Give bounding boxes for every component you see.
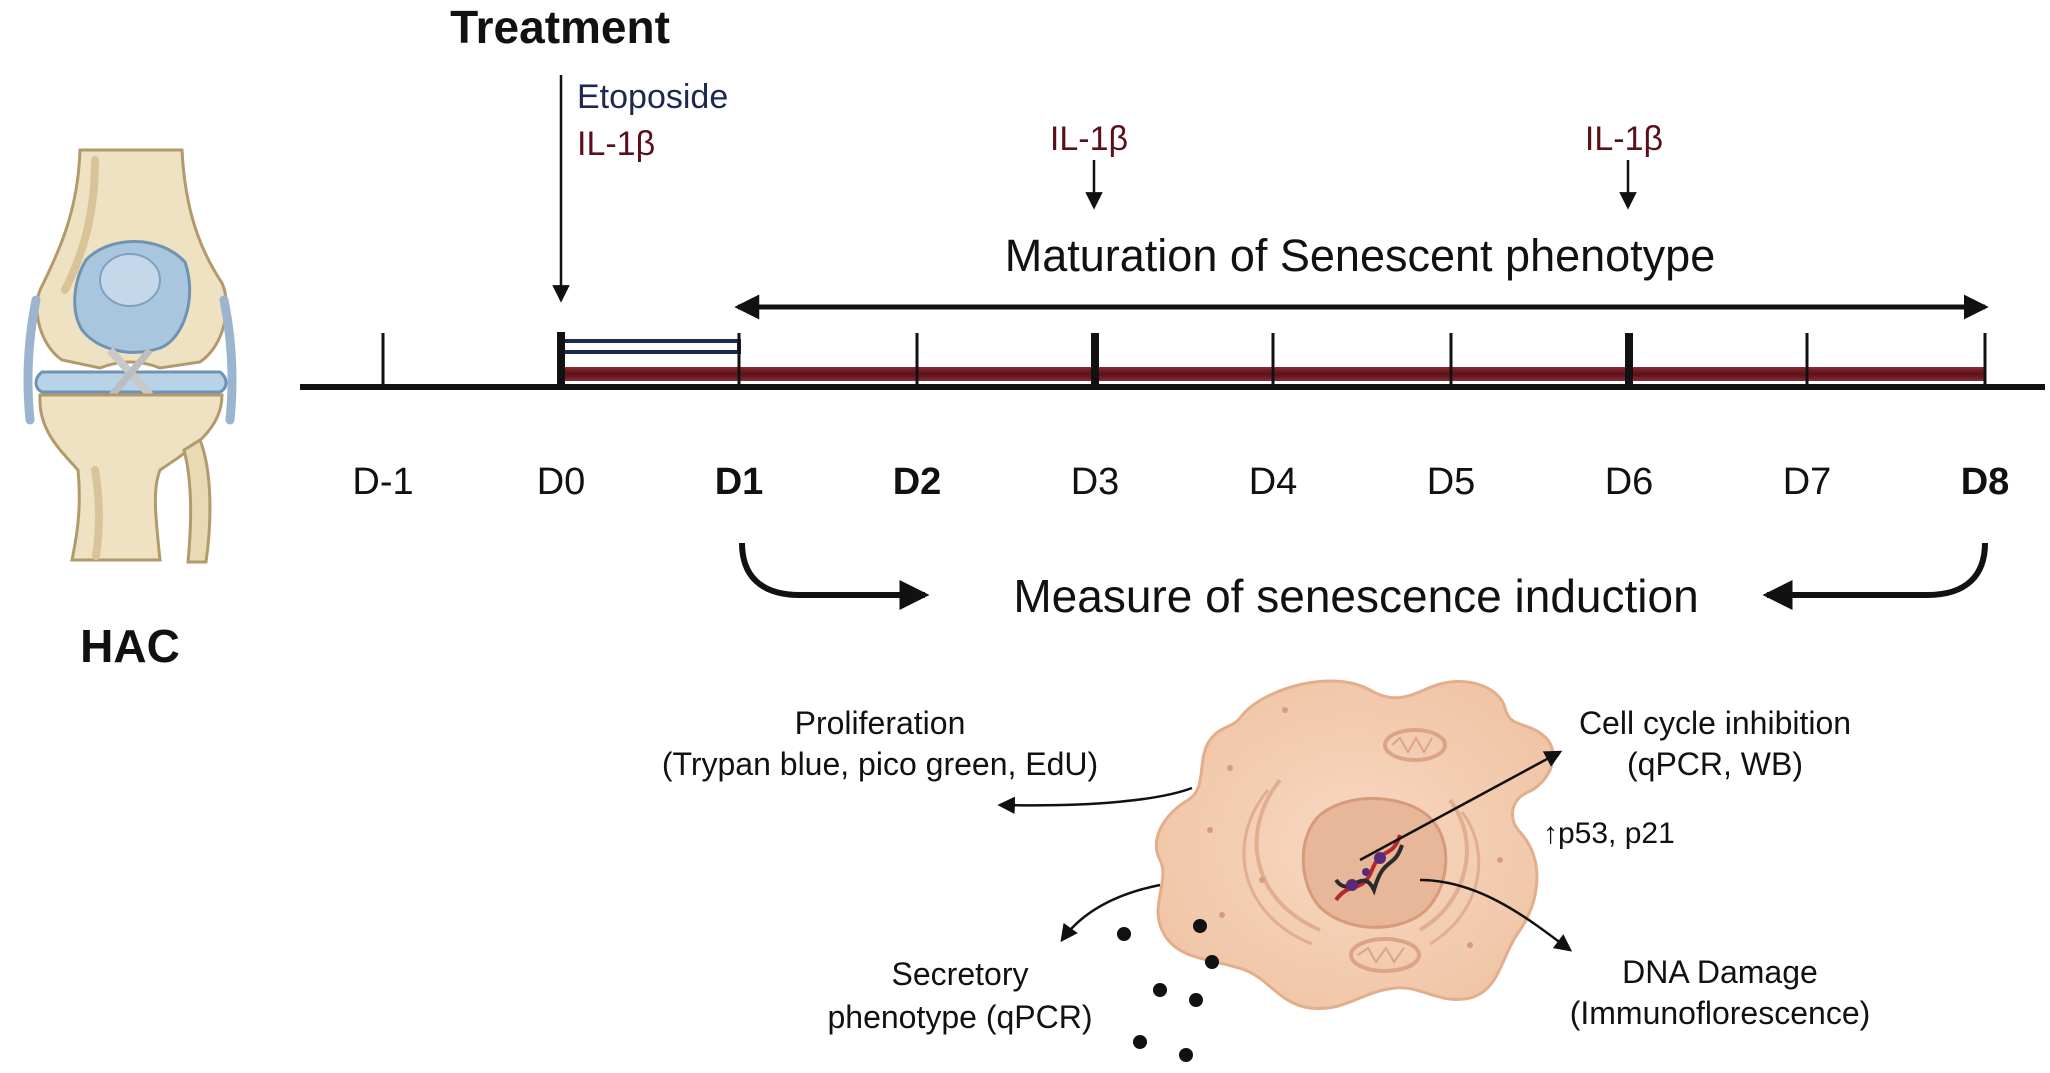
proliferation-title: Proliferation xyxy=(795,705,966,741)
day-label-d4: D4 xyxy=(1249,461,1298,503)
day-label-d1: D1 xyxy=(715,461,764,503)
measure-section: Measure of senescence induction xyxy=(739,542,1988,622)
d3-redose-label: IL-1β xyxy=(1050,120,1128,158)
d0-agent-il1b: IL-1β xyxy=(577,125,655,163)
day-label-d6: D6 xyxy=(1605,461,1654,503)
cell-cycle-methods: (qPCR, WB) xyxy=(1627,746,1803,782)
secretory-line2: phenotype (qPCR) xyxy=(827,999,1092,1035)
d6-redose-label: IL-1β xyxy=(1585,120,1663,158)
maturation-label: Maturation of Senescent phenotype xyxy=(1005,230,1716,281)
hac-label: HAC xyxy=(80,620,180,672)
measure-arrow-right xyxy=(1762,542,1988,610)
day-label-d2: D2 xyxy=(893,461,942,503)
dna-damage-arrow xyxy=(1419,878,1573,952)
day-label-d0: D0 xyxy=(537,461,586,503)
measure-label: Measure of senescence induction xyxy=(1013,570,1698,622)
day-label-d3: D3 xyxy=(1071,461,1120,503)
dna-damage-methods: (Immunoflorescence) xyxy=(1570,995,1871,1031)
knee-joint-illustration xyxy=(23,148,237,564)
timeline: D-1 D0 D1 D2 D3 D4 D5 D6 D7 D8 xyxy=(300,332,2045,503)
d0-agent-etoposide: Etoposide xyxy=(577,78,728,116)
secretory-line1: Secretory xyxy=(892,956,1029,992)
cell-cycle-title: Cell cycle inhibition xyxy=(1579,705,1851,741)
secreted-factor-dots xyxy=(1117,919,1219,1062)
dna-helix-icon xyxy=(1334,834,1404,902)
secretory-arrow xyxy=(1060,883,1161,943)
proliferation-methods: (Trypan blue, pico green, EdU) xyxy=(662,746,1098,782)
measure-arrow-left xyxy=(739,542,930,610)
senescent-cell-illustration xyxy=(1117,679,1555,1062)
day-label-d-1: D-1 xyxy=(352,461,413,503)
day-label-d8: D8 xyxy=(1961,461,2010,503)
day-label-d5: D5 xyxy=(1427,461,1476,503)
cell-cycle-markers: ↑p53, p21 xyxy=(1543,817,1675,850)
cell-cycle-arrow xyxy=(1359,750,1563,862)
etoposide-exposure-bar xyxy=(559,339,741,354)
day-label-d7: D7 xyxy=(1783,461,1832,503)
dna-damage-title: DNA Damage xyxy=(1622,954,1818,990)
treatment-title: Treatment xyxy=(450,1,670,53)
proliferation-arrow xyxy=(997,786,1193,815)
